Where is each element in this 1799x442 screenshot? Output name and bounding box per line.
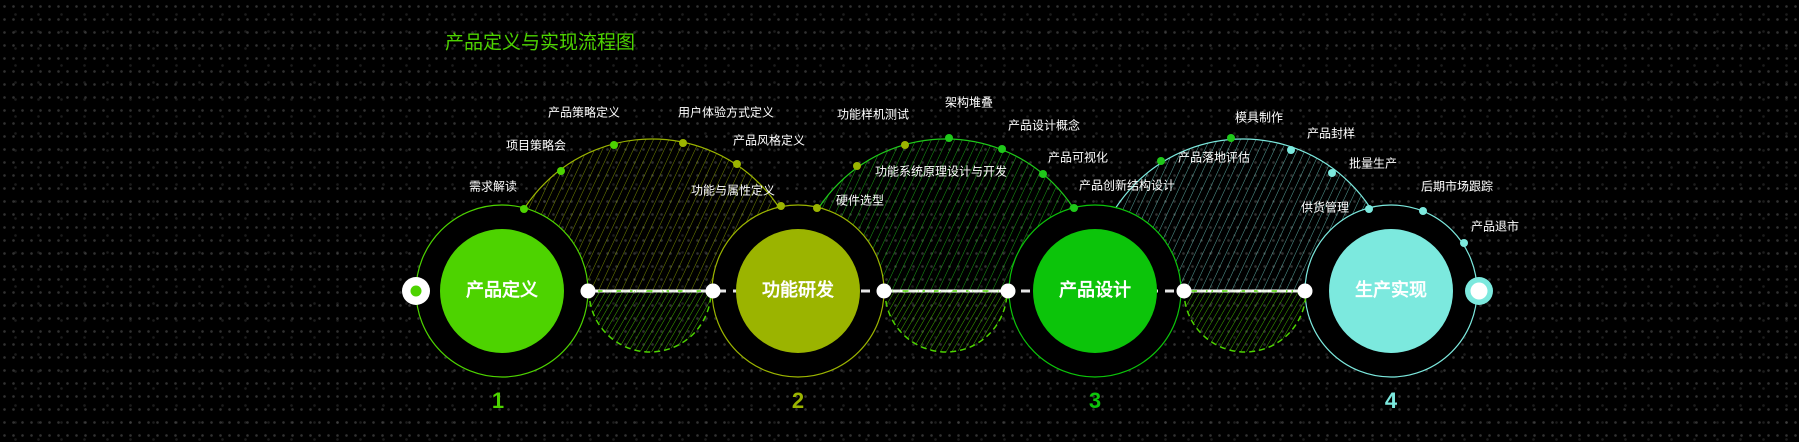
step-label: 功能系统原理设计与开发 [875,164,1007,179]
junction-dot [580,283,596,299]
step-label: 产品风格定义 [733,133,805,148]
step-label: 后期市场跟踪 [1421,179,1493,194]
junction-dot [1176,283,1192,299]
stage-number-3: 3 [1089,388,1101,413]
stage-circle-2 [736,229,860,353]
lower-semicircle-1 [588,290,712,353]
junction-dots [580,283,1313,299]
junction-dot [1000,283,1016,299]
stage-label: 产品定义 [466,279,538,301]
step-label: 需求解读 [469,180,517,194]
stage-4[interactable]: 生产实现 [1329,229,1453,353]
stage-circle-3 [1033,229,1157,353]
step-label: 架构堆叠 [945,95,993,110]
step-dots-group-2 [813,134,1078,212]
junction-dot [1297,283,1313,299]
step-label: 模具制作 [1235,111,1283,125]
step-label: 产品封样 [1307,126,1355,141]
step-label: 产品退市 [1471,219,1519,234]
lower-semicircle-3 [1183,290,1307,353]
stage-label: 功能研发 [762,279,835,301]
step-label: 产品策略定义 [548,105,620,120]
step-label: 功能样机测试 [837,107,909,122]
step-label: 供货管理 [1301,200,1349,215]
step-dots-group-1 [520,139,785,213]
stage-label: 产品设计 [1059,279,1131,301]
step-label: 功能与属性定义 [691,183,775,198]
stage-circle-4 [1329,229,1453,353]
stage-number-2: 2 [792,388,804,413]
step-label: 产品创新结构设计 [1079,178,1175,193]
step-label: 批量生产 [1349,156,1397,171]
end-node [1465,277,1493,305]
stage-number-1: 1 [492,388,504,413]
step-label: 产品可视化 [1048,150,1108,165]
stage-number-4: 4 [1385,388,1398,413]
stage-label: 生产实现 [1355,279,1427,301]
stage-circle-1 [440,229,564,353]
stage-1[interactable]: 产品定义 [440,229,564,353]
step-dots-group-3 [1157,134,1468,247]
step-label: 用户体验方式定义 [678,105,774,120]
junction-dot [705,283,721,299]
stage-3[interactable]: 产品设计 [1033,229,1157,353]
stage-2[interactable]: 功能研发 [736,229,860,353]
page-title: 产品定义与实现流程图 [445,32,635,54]
step-label: 硬件选型 [836,194,884,208]
start-node [402,277,430,305]
step-label: 项目策略会 [506,138,566,153]
lower-semicircle-2 [884,290,1008,353]
step-label: 产品落地评估 [1178,151,1250,165]
step-label: 产品设计概念 [1008,118,1080,133]
junction-dot [876,283,892,299]
